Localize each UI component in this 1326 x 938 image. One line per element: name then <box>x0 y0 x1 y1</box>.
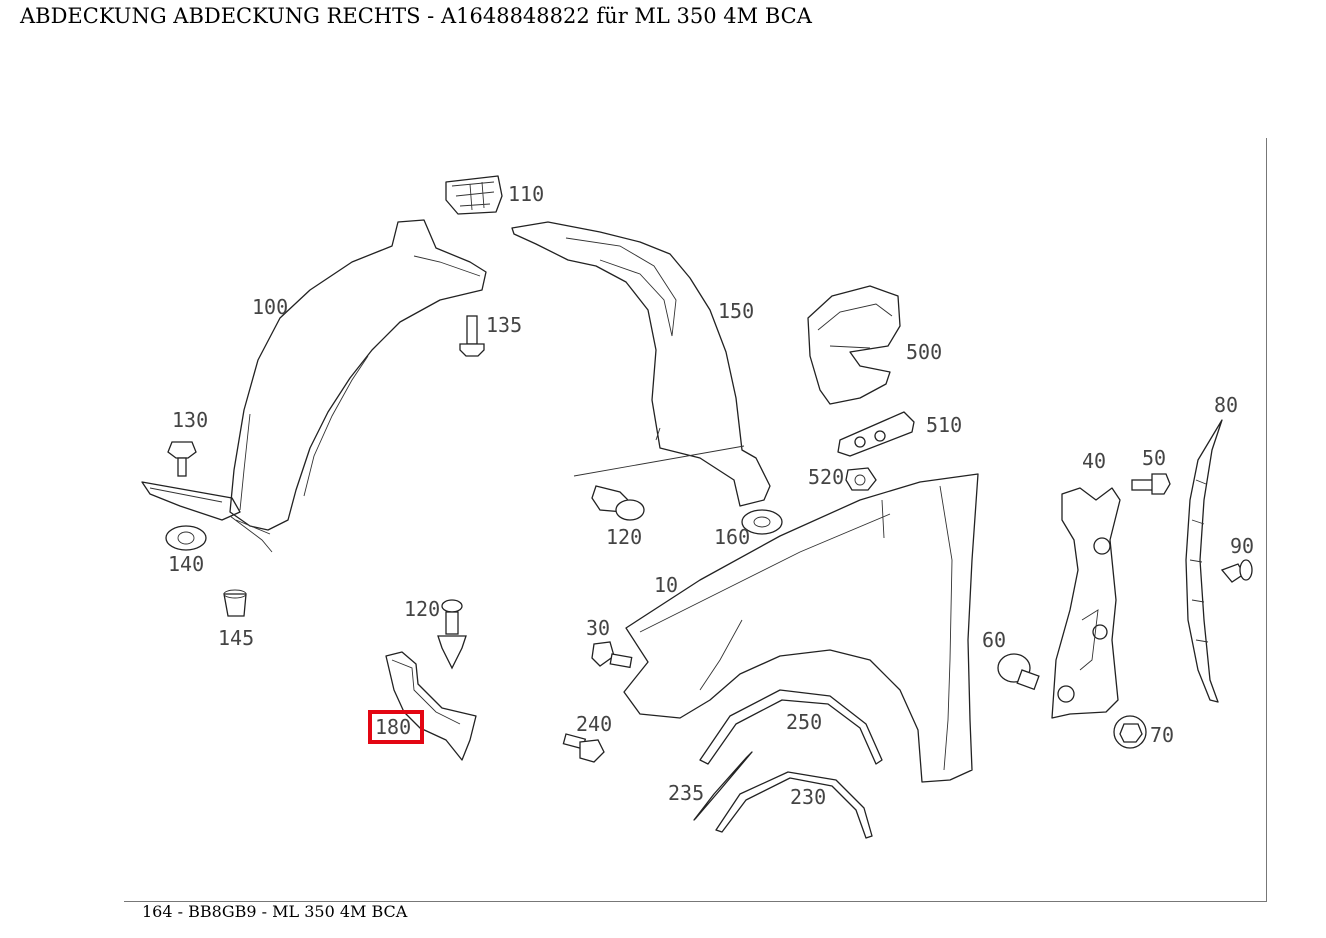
diagram-footer: 164 - BB8GB9 - ML 350 4M BCA <box>142 902 408 921</box>
part-130-screw[interactable] <box>167 441 197 477</box>
part-145-spreader[interactable] <box>223 589 247 617</box>
callout-140[interactable]: 140 <box>168 552 205 576</box>
part-80-seal[interactable] <box>1185 419 1223 703</box>
callout-510[interactable]: 510 <box>926 413 963 437</box>
callout-90[interactable]: 90 <box>1230 534 1255 558</box>
part-110-clip[interactable] <box>445 175 503 215</box>
part-150-liner[interactable] <box>511 221 771 507</box>
part-90-clip[interactable] <box>1220 559 1253 583</box>
part-135-bolt[interactable] <box>459 315 485 357</box>
callout-135[interactable]: 135 <box>486 313 523 337</box>
frame-border-bottom <box>124 901 1267 902</box>
callout-70[interactable]: 70 <box>1150 723 1175 747</box>
callout-180[interactable]: 180 <box>375 715 412 739</box>
callout-500[interactable]: 500 <box>906 340 943 364</box>
part-40-bracket[interactable] <box>1051 487 1121 719</box>
callout-235[interactable]: 235 <box>668 781 705 805</box>
part-10-fender[interactable] <box>623 473 979 783</box>
callout-60[interactable]: 60 <box>982 628 1007 652</box>
callout-145[interactable]: 145 <box>218 626 255 650</box>
callout-520[interactable]: 520 <box>808 465 845 489</box>
part-100-wheel-liner[interactable] <box>141 219 487 553</box>
callout-250[interactable]: 250 <box>786 710 823 734</box>
page-title: ABDECKUNG ABDECKUNG RECHTS - A1648848822… <box>20 4 812 28</box>
part-250-trim[interactable] <box>699 689 883 765</box>
callout-150[interactable]: 150 <box>718 299 755 323</box>
frame-border-right <box>1266 138 1267 902</box>
callout-120-b[interactable]: 120 <box>404 597 441 621</box>
part-520-nut[interactable] <box>845 467 877 491</box>
part-510-plate[interactable] <box>837 411 915 457</box>
part-230-trim[interactable] <box>715 771 873 839</box>
part-240-bolt[interactable] <box>562 733 605 763</box>
part-120-pin-a[interactable] <box>591 485 645 521</box>
part-120-pin-b[interactable] <box>437 599 467 670</box>
callout-10[interactable]: 10 <box>654 573 679 597</box>
part-60-bolt[interactable] <box>997 653 1040 691</box>
callout-230[interactable]: 230 <box>790 785 827 809</box>
callout-80[interactable]: 80 <box>1214 393 1239 417</box>
part-30-bolt[interactable] <box>591 641 633 669</box>
callout-40[interactable]: 40 <box>1082 449 1107 473</box>
callout-120-a[interactable]: 120 <box>606 525 643 549</box>
callout-160[interactable]: 160 <box>714 525 751 549</box>
part-140-clip[interactable] <box>165 525 207 551</box>
part-160-clip[interactable] <box>741 509 783 535</box>
callout-50[interactable]: 50 <box>1142 446 1167 470</box>
part-500-cover[interactable] <box>807 285 901 405</box>
part-235-trim[interactable] <box>693 751 753 821</box>
selected-part-highlight <box>368 710 424 744</box>
part-50-bolt[interactable] <box>1131 473 1171 495</box>
callout-100[interactable]: 100 <box>252 295 289 319</box>
callout-130[interactable]: 130 <box>172 408 209 432</box>
callout-110[interactable]: 110 <box>508 182 545 206</box>
callout-240[interactable]: 240 <box>576 712 613 736</box>
part-70-nut[interactable] <box>1113 715 1147 749</box>
callout-30[interactable]: 30 <box>586 616 611 640</box>
